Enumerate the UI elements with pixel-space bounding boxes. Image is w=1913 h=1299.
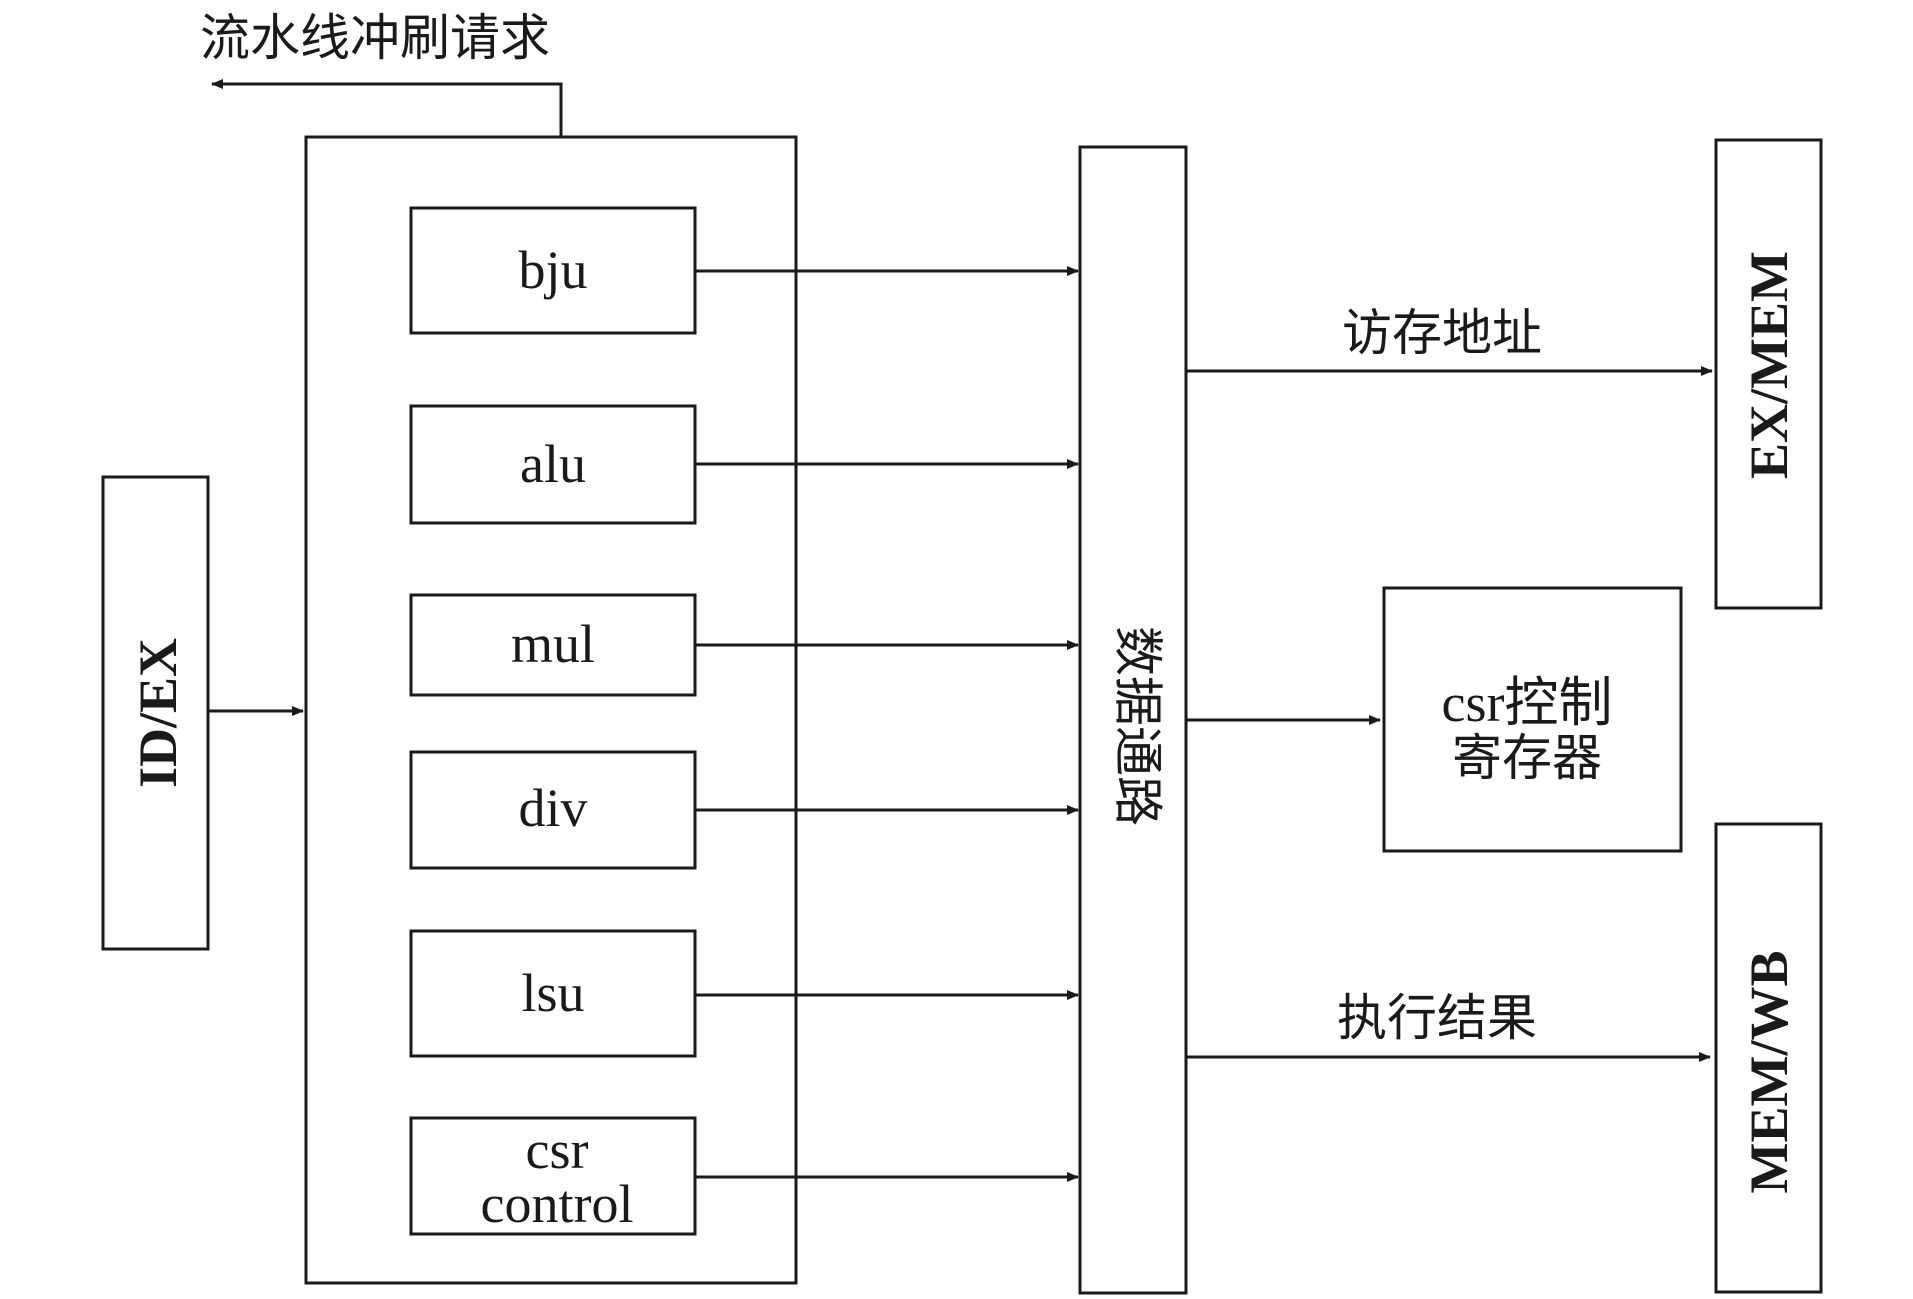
mul-unit-label: mul (511, 614, 595, 674)
memory-access-address-label: 访存地址 (1342, 304, 1542, 362)
datapath-box (1078, 145, 1188, 1295)
pipeline-flush-request-label: 流水线冲刷请求 (200, 9, 550, 67)
id-ex-register-label: ID/EX (128, 638, 188, 788)
bju-unit-box (409, 206, 697, 335)
datapath-label: 数据通路 (1109, 626, 1167, 826)
alu-unit-label: alu (520, 434, 586, 494)
id-ex-register-box (101, 475, 210, 951)
alu-unit-box (409, 404, 697, 525)
ex-mem-register-label: EX/MEM (1739, 251, 1799, 479)
bju-unit-label: bju (518, 240, 587, 300)
div-unit-box (409, 750, 697, 870)
mem-wb-register-box (1714, 822, 1823, 1294)
lsu-unit-box (409, 929, 697, 1058)
csr-control-register-box (1382, 586, 1683, 853)
ex-mem-register-box (1714, 138, 1823, 610)
div-unit-label: div (518, 778, 587, 838)
mem-wb-register-label: MEM/WB (1739, 951, 1799, 1194)
lsu-unit-label: lsu (521, 963, 584, 1023)
csr-control-register-label-line1: csr控制 (1442, 673, 1613, 733)
csr-control-unit-label-line2: control (481, 1174, 634, 1234)
csr-control-register-label-line2: 寄存器 (1452, 729, 1602, 787)
execution-result-label: 执行结果 (1337, 989, 1537, 1047)
csr-control-unit-label-line1: csr (526, 1120, 589, 1180)
